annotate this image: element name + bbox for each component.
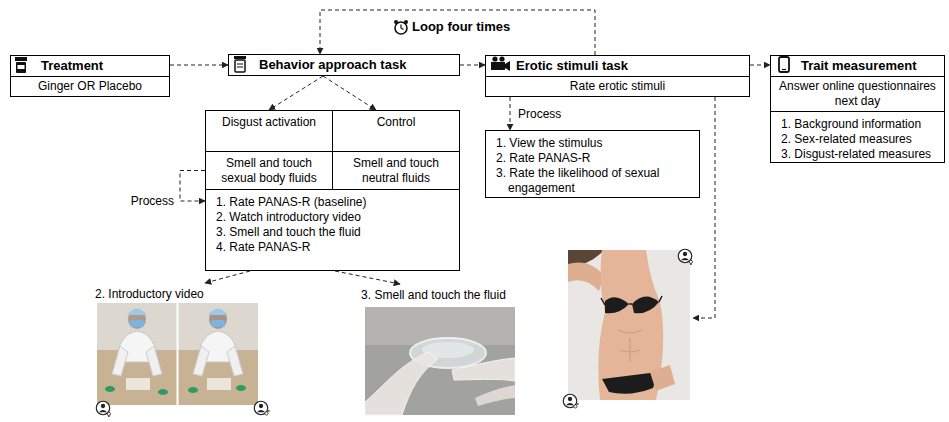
dashed-arrow bbox=[335, 271, 400, 284]
process-list-box: 1. View the stimulus2. Rate PANAS-R3. Ra… bbox=[485, 130, 700, 198]
process-list-box: 1. Rate PANAS-R (baseline)2. Watch intro… bbox=[205, 189, 460, 271]
node-text: Answer online questionnaires next day bbox=[771, 77, 944, 112]
dashed-arrow bbox=[180, 171, 205, 202]
condition-cell: Smell and touch neutral fluids bbox=[332, 151, 460, 190]
dashed-arrow bbox=[323, 76, 376, 110]
jar-icon bbox=[234, 56, 246, 72]
node-heading: 1. Rate PANAS-R (baseline) bbox=[206, 190, 459, 210]
male-icon bbox=[254, 401, 269, 415]
dashed-arrow bbox=[510, 97, 511, 130]
node-text: 2. Rate PANAS-R bbox=[486, 151, 699, 166]
fluid-touch-photo bbox=[365, 307, 515, 415]
node-text: Ginger OR Placebo bbox=[11, 77, 169, 96]
photo-caption: 3. Smell and touch the fluid bbox=[352, 284, 520, 417]
node-text: 1. Background information bbox=[771, 112, 944, 132]
introductory-video-photo bbox=[97, 303, 258, 405]
node-heading: 2. Introductory video bbox=[95, 283, 260, 304]
node-heading: 3. Smell and touch the fluid bbox=[352, 284, 520, 305]
node-heading: 1. View the stimulus bbox=[486, 131, 699, 151]
phone-icon bbox=[779, 57, 789, 72]
photo-caption: 2. Introductory video bbox=[95, 283, 260, 407]
trait-box: Trait measurementAnswer online questionn… bbox=[770, 55, 945, 163]
dashed-arrow bbox=[269, 76, 323, 110]
male-icon bbox=[563, 394, 578, 408]
erotic-stimulus-photo bbox=[568, 250, 690, 400]
node-text: 2. Sex-related measures bbox=[771, 132, 944, 147]
node-heading: Smell and touch neutral fluids bbox=[333, 154, 459, 188]
dashed-arrow bbox=[750, 65, 770, 66]
loop-label: Loop four times bbox=[410, 19, 512, 35]
alarm-clock-icon bbox=[394, 20, 408, 34]
node-text: Rate erotic stimuli bbox=[486, 77, 749, 96]
node-heading: Behavior approach task bbox=[229, 55, 459, 75]
pill-bottle-icon bbox=[15, 57, 27, 73]
process-label: Process bbox=[129, 194, 176, 209]
task-header-box: Behavior approach task bbox=[228, 54, 460, 76]
female-icon bbox=[96, 401, 110, 417]
treatment-box: TreatmentGinger OR Placebo bbox=[10, 55, 170, 97]
node-heading: Control bbox=[333, 111, 459, 132]
camera-icon bbox=[491, 56, 510, 71]
node-heading: Erotic stimuli task bbox=[486, 56, 749, 77]
node-text: 2. Watch introductory video bbox=[206, 210, 459, 225]
condition-cell: Control bbox=[332, 110, 460, 152]
node-text: 3. Rate the likelihood of sexual engagem… bbox=[486, 166, 699, 196]
dashed-arrow bbox=[460, 65, 485, 66]
node-text: 3. Disgust-related measures bbox=[771, 147, 944, 162]
dashed-arrow bbox=[170, 65, 228, 66]
node-heading: Disgust activation bbox=[206, 111, 332, 132]
node-heading: Treatment bbox=[11, 56, 169, 77]
node-heading: Trait measurement bbox=[771, 56, 944, 77]
dashed-arrow bbox=[205, 271, 250, 283]
female-icon bbox=[678, 249, 692, 265]
node-text: 4. Rate PANAS-R bbox=[206, 240, 459, 255]
dashed-arrow bbox=[320, 10, 595, 55]
node-text: 3. Smell and touch the fluid bbox=[206, 225, 459, 240]
condition-cell: Disgust activation bbox=[205, 110, 333, 152]
node-heading: Smell and touch sexual body fluids bbox=[206, 154, 332, 188]
process-label: Process bbox=[516, 106, 563, 121]
condition-cell: Smell and touch sexual body fluids bbox=[205, 151, 333, 190]
task-header-box: Erotic stimuli taskRate erotic stimuli bbox=[485, 55, 750, 97]
